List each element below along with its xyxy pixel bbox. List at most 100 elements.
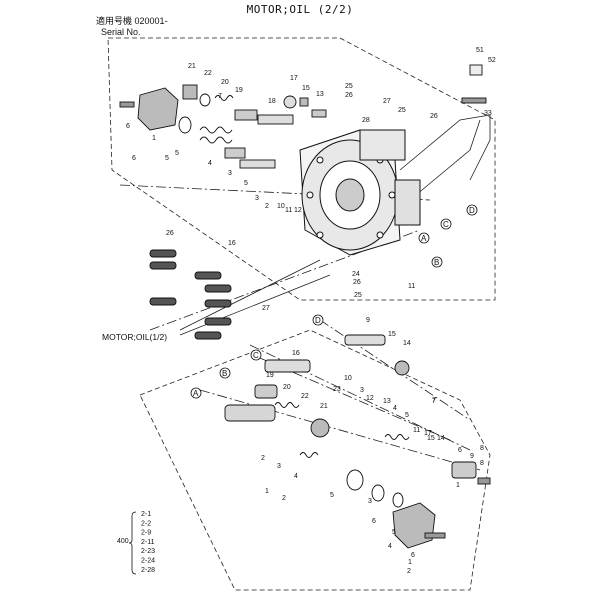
valve-block-lower	[392, 502, 436, 549]
lower-callout-25: 4	[294, 473, 298, 480]
cross-ref-label[interactable]: MOTOR;OIL(1/2)	[102, 332, 167, 342]
serial-applicability: 適用号機 020001-	[96, 16, 168, 27]
kit-number: 400	[117, 538, 129, 545]
lower-callout-29: 3	[368, 498, 372, 505]
lower-callout-6: 20	[283, 384, 291, 391]
pipe-line	[399, 114, 491, 181]
spool-lower-A	[224, 404, 276, 422]
detail-marker-d-lower: D	[312, 314, 324, 326]
lower-callout-28: 5	[330, 492, 334, 499]
detail-marker-b-upper-label: B	[434, 258, 439, 267]
o-ring-lower-2	[371, 484, 385, 502]
upper-callout-35: 25	[354, 292, 362, 299]
valve-block-upper	[137, 87, 179, 131]
upper-callout-16: 52	[488, 57, 496, 64]
lower-callout-15: 12	[366, 395, 374, 402]
spool-lower-C	[264, 359, 311, 373]
lower-callout-32: 8	[480, 445, 484, 452]
detail-marker-b-lower-label: B	[222, 369, 227, 378]
detail-marker-c-lower-label: C	[253, 351, 259, 360]
plug-15	[299, 97, 309, 107]
lower-callout-5: 19	[266, 372, 274, 379]
o-ring-lower-1	[346, 469, 364, 491]
serial-label-jp: 適用号機	[96, 16, 133, 26]
plug-21-lower	[310, 418, 330, 438]
lower-callout-37: 5	[392, 529, 396, 536]
kit-component-5: 2-24	[141, 558, 155, 565]
kit-list: 400 2-12-22-92-112-232-242-28	[117, 511, 155, 575]
upper-callout-17: 33	[484, 110, 492, 117]
kit-component-2: 2-9	[141, 530, 151, 537]
kit-component-1: 2-2	[141, 520, 151, 527]
upper-callout-18: 6	[126, 123, 130, 130]
upper-callout-29: 5	[165, 155, 169, 162]
upper-callout-36: 11	[408, 283, 415, 290]
bolt-upper	[119, 101, 135, 108]
kit-component-0: 2-1	[141, 511, 151, 518]
lower-callout-26: 1	[265, 488, 269, 495]
o-ring-22	[199, 93, 211, 107]
spring-1	[199, 126, 233, 144]
upper-callout-15: 51	[476, 47, 484, 54]
upper-callout-2: 20	[221, 79, 229, 86]
lower-callout-19: 15	[427, 435, 435, 442]
lower-callout-11: 11	[413, 427, 420, 434]
lower-callout-23: 2	[261, 455, 265, 462]
axis-line-5	[259, 357, 451, 441]
upper-callout-5: 7	[218, 93, 222, 100]
lower-boundary	[139, 329, 491, 591]
detail-marker-b-lower: B	[219, 367, 231, 379]
upper-callout-31: 26	[166, 230, 174, 237]
upper-callout-14: 26	[430, 113, 438, 120]
spool-lower-D	[344, 334, 386, 346]
o-ring-lower-3	[392, 492, 404, 508]
upper-callout-13: 25	[398, 107, 406, 114]
serial-value: 020001-	[134, 16, 168, 26]
lower-callout-2: 14	[403, 340, 411, 347]
detail-marker-a-upper-label: A	[421, 234, 427, 243]
lower-callout-10: 8	[480, 460, 484, 467]
motor-housing	[299, 129, 421, 256]
callout-numbers: 2122201918717151325262728252651523361543…	[126, 47, 496, 575]
block-lower-6	[451, 461, 477, 479]
upper-callout-7: 15	[302, 85, 310, 92]
detail-markers: A B C D A B C	[190, 204, 478, 399]
lower-callout-35: 2	[407, 568, 411, 575]
upper-callout-37: 27	[262, 305, 270, 312]
lower-callout-16: 13	[383, 398, 391, 405]
kit-component-3: 2-11	[141, 539, 155, 546]
detail-marker-a-lower-label: A	[193, 389, 199, 398]
lower-callout-22: 1	[456, 482, 460, 489]
lower-callout-18: 5	[405, 412, 409, 419]
kit-component-6: 2-28	[141, 567, 155, 574]
lower-callout-36: 6	[411, 552, 415, 559]
spool-18	[257, 114, 294, 125]
coil-springs-26	[149, 249, 232, 340]
detail-marker-c-upper-label: C	[443, 220, 449, 229]
sleeve-19	[234, 109, 258, 121]
lower-callout-33: 7	[432, 397, 436, 404]
sleeve-13	[311, 109, 327, 118]
upper-callout-4: 18	[268, 98, 276, 105]
spring-20	[214, 95, 234, 101]
lower-callout-12: 17	[424, 430, 432, 437]
upper-callout-28: 12	[294, 207, 302, 214]
lower-callout-14: 3	[360, 387, 364, 394]
lower-callout-1: 15	[388, 331, 396, 338]
upper-callout-6: 17	[290, 75, 298, 82]
upper-callout-33: 24	[352, 271, 360, 278]
lower-callout-7: 22	[301, 393, 309, 400]
lower-parts	[224, 334, 491, 549]
lower-callout-13: 23	[333, 386, 341, 393]
upper-callout-0: 21	[188, 63, 196, 70]
upper-callout-8: 13	[316, 91, 324, 98]
upper-callout-27: 11	[285, 207, 292, 214]
upper-callout-1: 22	[204, 70, 212, 77]
lower-callout-4: 10	[344, 375, 352, 382]
detail-marker-a-upper: A	[418, 232, 430, 244]
lower-callout-31: 9	[470, 453, 474, 460]
upper-callout-10: 26	[345, 92, 353, 99]
bracket-51	[469, 64, 483, 76]
detail-marker-c-upper: C	[440, 218, 452, 230]
